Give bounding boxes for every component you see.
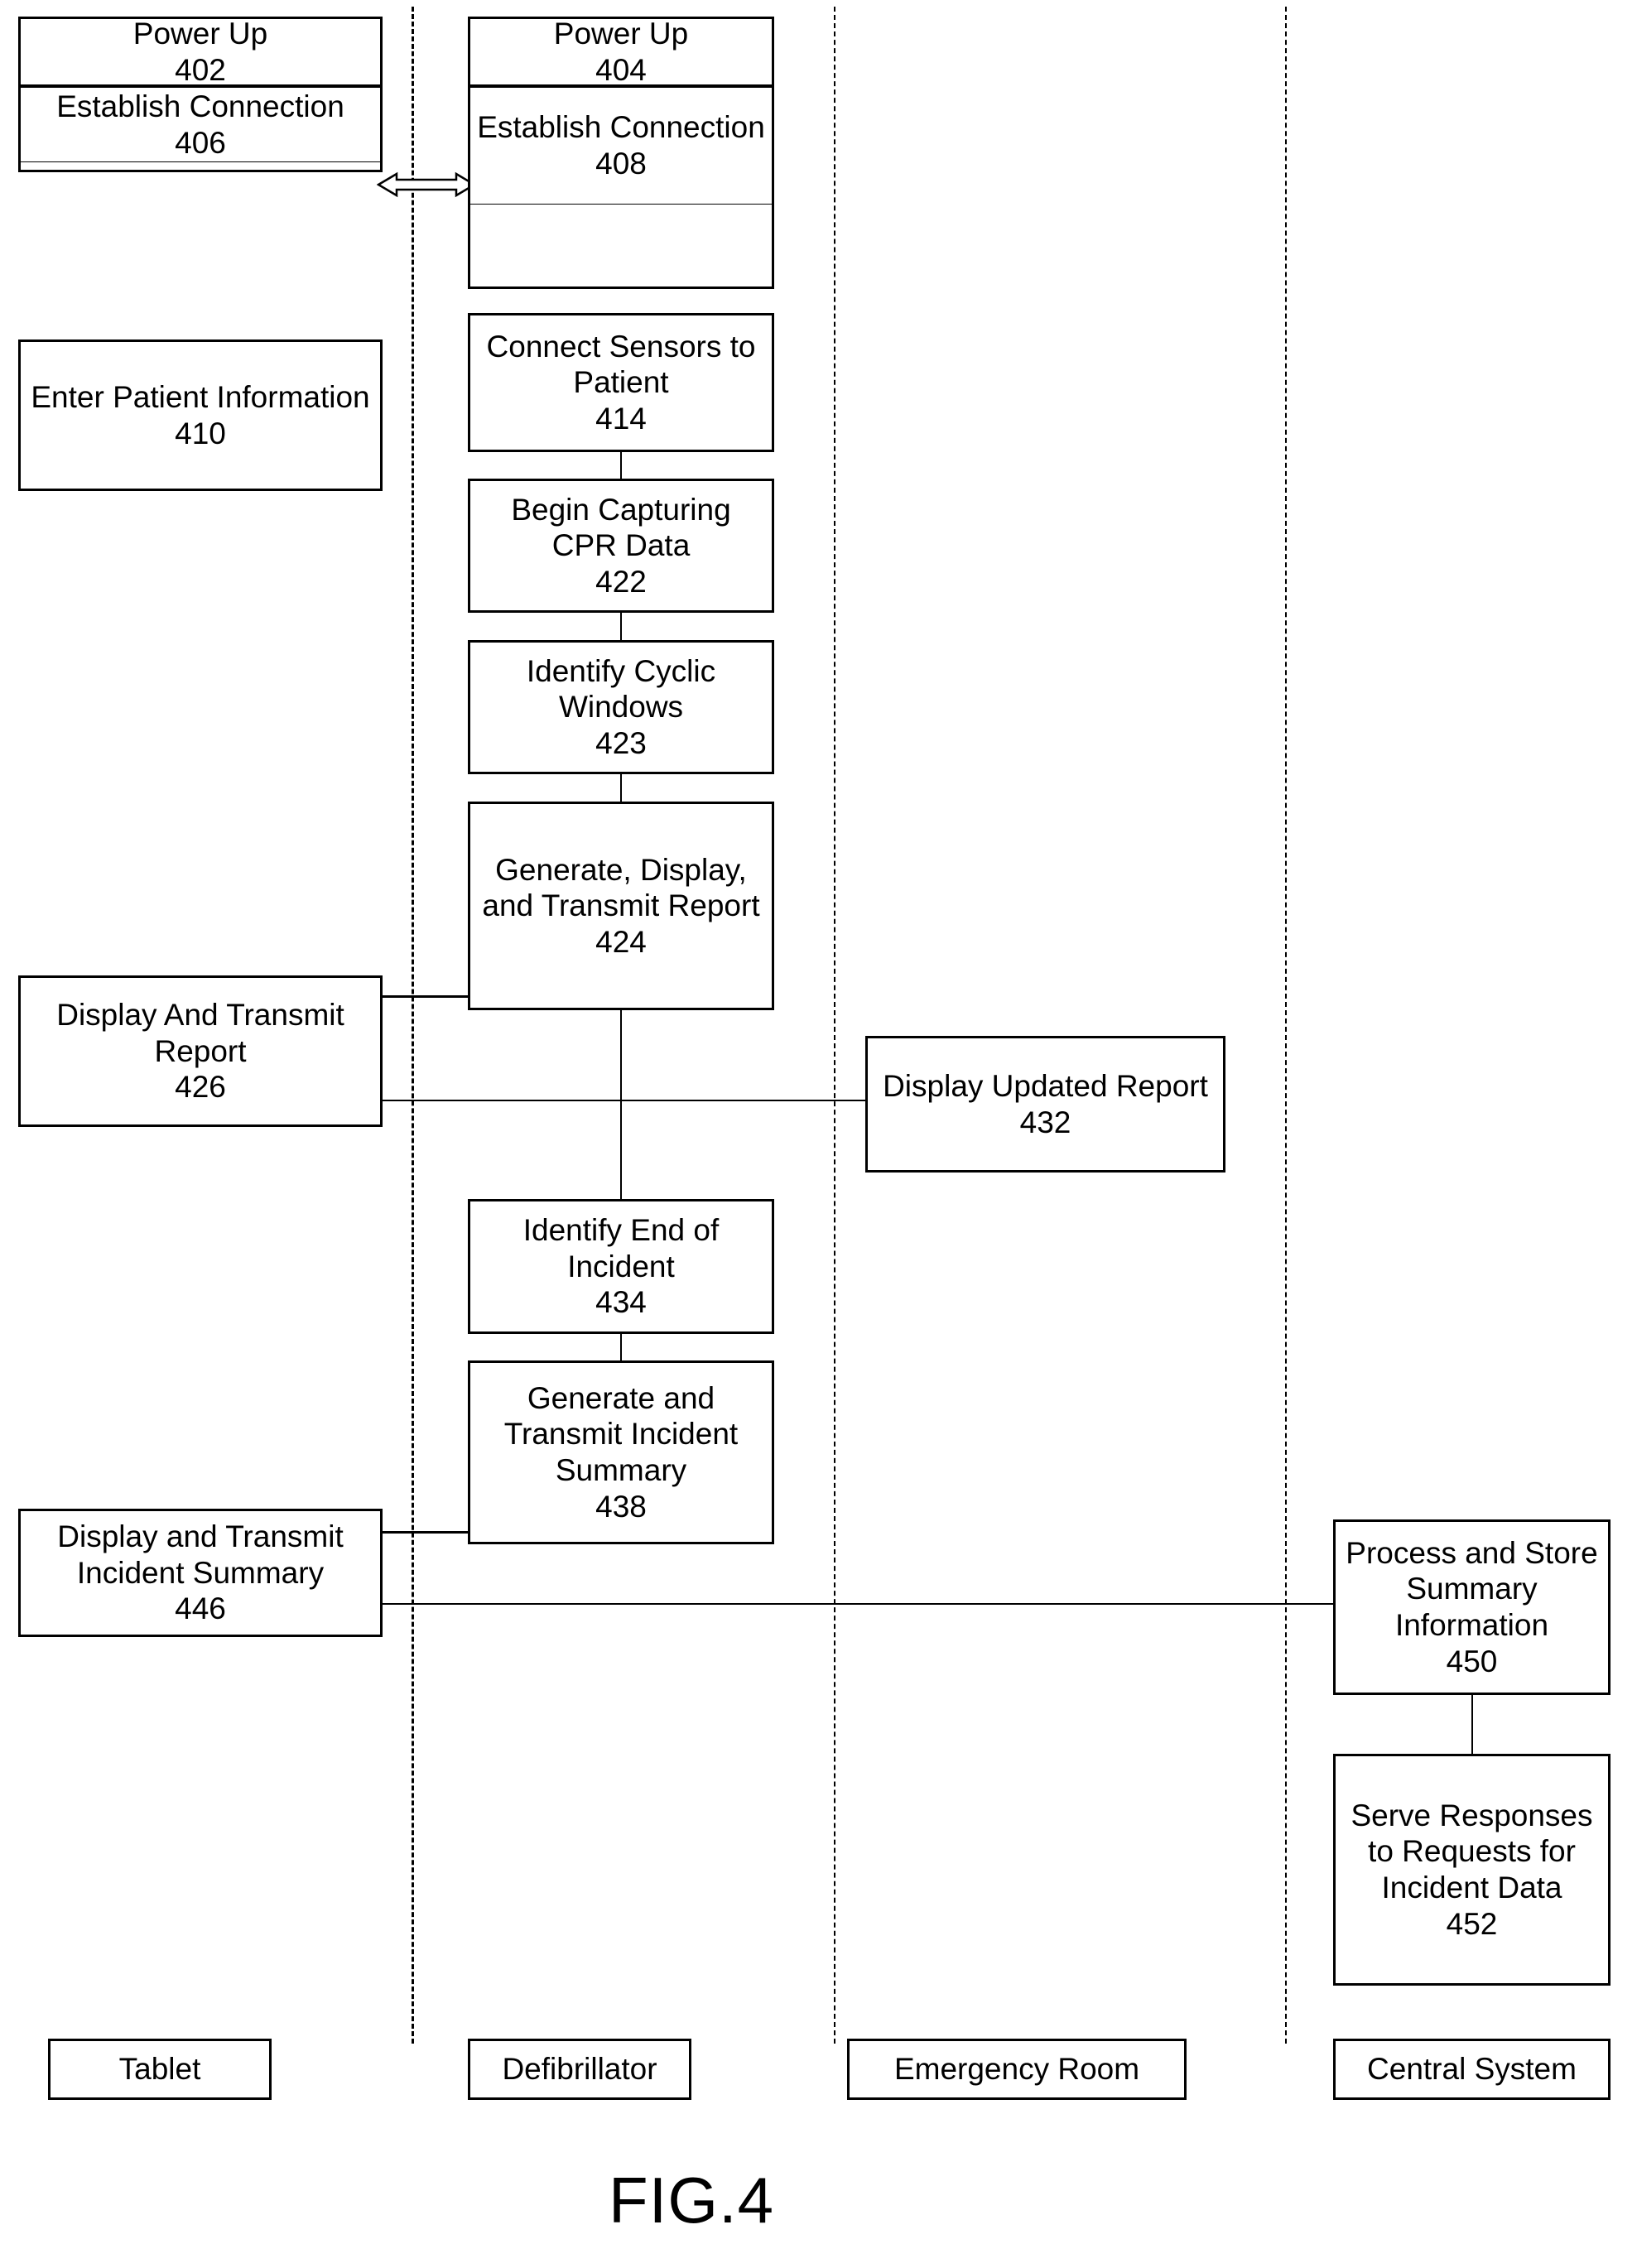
swimlane-divider-emergency-central (1285, 7, 1287, 2044)
process-box-422-title: Begin Capturing CPR Data (511, 492, 731, 563)
process-box-438-ref: 438 (595, 1489, 647, 1524)
process-box-404[interactable]: Power Up 404 (468, 17, 774, 87)
process-box-450[interactable]: Process and Store Summary Information 45… (1333, 1519, 1611, 1695)
connector-426-to-424 (383, 995, 470, 998)
lane-label-tablet: Tablet (48, 2039, 272, 2100)
process-box-450-title: Process and Store Summary Information (1346, 1535, 1598, 1642)
process-box-424[interactable]: Generate, Display, and Transmit Report 4… (468, 802, 774, 1010)
process-box-426-title: Display And Transmit Report (56, 998, 344, 1068)
process-box-452-title: Serve Responses to Requests for Incident… (1351, 1798, 1593, 1904)
process-box-406-extension (18, 162, 383, 172)
process-box-402-title: Power Up (132, 16, 268, 51)
process-box-452[interactable]: Serve Responses to Requests for Incident… (1333, 1754, 1611, 1986)
process-box-402[interactable]: Power Up 402 (18, 17, 383, 87)
lane-label-defibrillator-text: Defibrillator (502, 2052, 657, 2086)
connector-422-to-423 (620, 611, 622, 641)
connector-450-to-452 (1471, 1695, 1473, 1755)
swimlane-divider-tablet-defibrillator (412, 7, 414, 2044)
process-box-423[interactable]: Identify Cyclic Windows 423 (468, 640, 774, 774)
lane-label-emergency-room-text: Emergency Room (893, 2052, 1140, 2086)
process-box-422-ref: 422 (595, 564, 647, 599)
process-box-426-ref: 426 (175, 1070, 226, 1105)
process-box-414-title: Connect Sensors to Patient (486, 329, 756, 400)
process-box-406[interactable]: Establish Connection 406 (18, 85, 383, 164)
process-box-410[interactable]: Enter Patient Information 410 (18, 339, 383, 491)
process-box-432[interactable]: Display Updated Report 432 (865, 1036, 1225, 1173)
process-box-446-ref: 446 (175, 1591, 226, 1626)
process-box-414[interactable]: Connect Sensors to Patient 414 (468, 313, 774, 452)
process-box-410-title: Enter Patient Information (31, 379, 370, 414)
process-box-450-ref: 450 (1446, 1644, 1498, 1678)
connector-423-to-424 (620, 773, 622, 802)
process-box-434-ref: 434 (595, 1285, 647, 1320)
figure-caption-text: FIG.4 (609, 2164, 775, 2237)
process-box-452-ref: 452 (1446, 1906, 1498, 1941)
lane-label-emergency-room: Emergency Room (847, 2039, 1187, 2100)
lane-label-defibrillator: Defibrillator (468, 2039, 691, 2100)
process-box-406-title: Establish Connection (56, 89, 344, 123)
process-box-426[interactable]: Display And Transmit Report 426 (18, 975, 383, 1127)
connector-426-to-432 (383, 1100, 868, 1101)
process-box-423-ref: 423 (595, 725, 647, 760)
process-box-404-title: Power Up (553, 16, 689, 51)
process-box-424-ref: 424 (595, 924, 647, 959)
process-box-408-extension (468, 205, 774, 289)
process-box-434-title: Identify End of Incident (522, 1213, 720, 1283)
lane-label-central-system-text: Central System (1367, 2052, 1577, 2086)
double-headed-arrow-icon (376, 171, 477, 198)
process-box-446-title: Display and Transmit Incident Summary (57, 1519, 344, 1590)
process-box-414-ref: 414 (595, 401, 647, 436)
connector-434-to-438 (620, 1333, 622, 1363)
process-box-438-title: Generate and Transmit Incident Summary (503, 1380, 739, 1487)
process-box-432-title: Display Updated Report (883, 1068, 1208, 1103)
connector-446-to-450 (383, 1603, 1333, 1605)
process-box-446[interactable]: Display and Transmit Incident Summary 44… (18, 1509, 383, 1637)
process-box-423-title: Identify Cyclic Windows (526, 653, 716, 725)
figure-caption: FIG.4 (609, 2163, 774, 2238)
connector-446-to-438 (383, 1531, 470, 1534)
process-box-408[interactable]: Establish Connection 408 (468, 85, 774, 206)
process-box-438[interactable]: Generate and Transmit Incident Summary 4… (468, 1360, 774, 1544)
swimlane-divider-defibrillator-emergency (834, 7, 835, 2044)
process-box-434[interactable]: Identify End of Incident 434 (468, 1199, 774, 1334)
process-box-422[interactable]: Begin Capturing CPR Data 422 (468, 479, 774, 613)
process-box-432-ref: 432 (1019, 1105, 1071, 1139)
process-box-408-ref: 408 (595, 147, 647, 181)
process-box-410-ref: 410 (175, 416, 226, 450)
connector-414-to-422 (620, 451, 622, 481)
connector-424-to-434 (620, 1009, 622, 1201)
process-box-408-title: Establish Connection (477, 110, 765, 145)
lane-label-central-system: Central System (1333, 2039, 1611, 2100)
lane-label-tablet-text: Tablet (118, 2052, 201, 2086)
process-box-402-ref: 402 (175, 52, 226, 87)
process-box-404-ref: 404 (595, 52, 647, 87)
process-box-424-title: Generate, Display, and Transmit Report (482, 852, 760, 923)
bidirectional-arrow-406-408 (376, 164, 477, 205)
process-box-406-ref: 406 (175, 125, 226, 160)
